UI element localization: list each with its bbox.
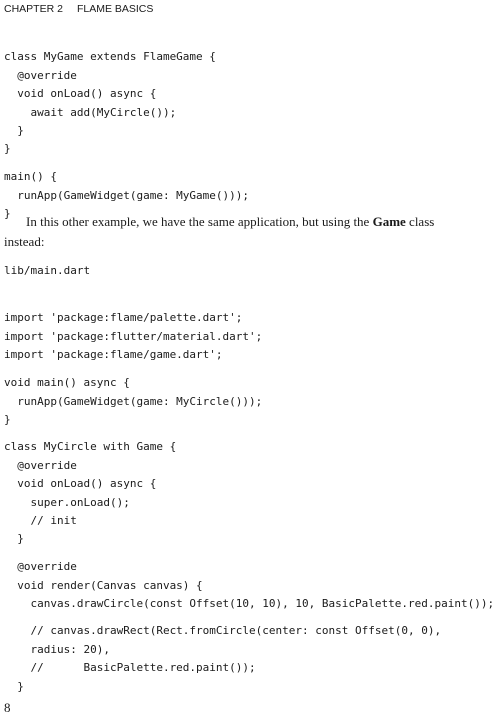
code-block-void-main: void main() async { runApp(GameWidget(ga… <box>4 356 262 448</box>
code-block-render: @override void render(Canvas canvas) { c… <box>4 540 494 632</box>
code-line: runApp(GameWidget(game: MyGame())); <box>4 188 250 202</box>
code-block-main: main() { runApp(GameWidget(game: MyGame(… <box>4 150 249 242</box>
body-paragraph: In this other example, we have the same … <box>4 214 435 249</box>
code-line: } <box>4 532 24 546</box>
chapter-label: CHAPTER 2 <box>4 3 63 15</box>
code-line: runApp(GameWidget(game: MyCircle())); <box>4 394 263 408</box>
code-line: } <box>4 142 11 156</box>
code-line: } <box>4 679 24 693</box>
code-line: void render(Canvas canvas) { <box>4 578 203 592</box>
code-block-class: class MyCircle with Game { @override voi… <box>4 420 176 567</box>
code-line: void main() async { <box>4 376 130 390</box>
code-line: // BasicPalette.red.paint()); <box>4 661 256 675</box>
code-line: await add(MyCircle()); <box>4 105 177 119</box>
running-header: CHAPTER 2 FLAME BASICS <box>4 3 153 15</box>
code-line: @override <box>4 458 77 472</box>
code-line: void onLoad() async { <box>4 477 157 491</box>
page-number: 8 <box>4 700 11 715</box>
code-line: canvas.drawCircle(const Offset(10, 10), … <box>4 597 494 611</box>
code-line: radius: 20), <box>4 642 110 656</box>
file-name-label: lib/main.dart <box>4 264 91 277</box>
code-line: // init <box>4 514 77 528</box>
code-block-imports: import 'package:flame/palette.dart'; impo… <box>4 291 262 383</box>
code-line: import 'package:flame/game.dart'; <box>4 348 223 362</box>
code-line: import 'package:flame/palette.dart'; <box>4 311 243 325</box>
code-block-comment: // canvas.drawRect(Rect.fromCircle(cente… <box>4 604 441 714</box>
code-line: import 'package:flutter/material.dart'; <box>4 329 263 343</box>
code-line: super.onLoad(); <box>4 495 130 509</box>
code-line: class MyCircle with Game { <box>4 440 177 454</box>
code-line: class MyGame extends FlameGame { <box>4 50 216 64</box>
bold-class-name: Game <box>372 214 406 229</box>
code-line: } <box>4 413 11 427</box>
code-block-mygame: class MyGame extends FlameGame { @overri… <box>4 30 216 177</box>
code-line: // canvas.drawRect(Rect.fromCircle(cente… <box>4 624 442 638</box>
code-line: main() { <box>4 170 57 184</box>
code-line: @override <box>4 560 77 574</box>
chapter-title: FLAME BASICS <box>76 3 154 15</box>
code-line: @override <box>4 68 77 82</box>
code-line: void onLoad() async { <box>4 87 157 101</box>
code-line: } <box>4 124 24 138</box>
code-line: } <box>4 207 11 221</box>
